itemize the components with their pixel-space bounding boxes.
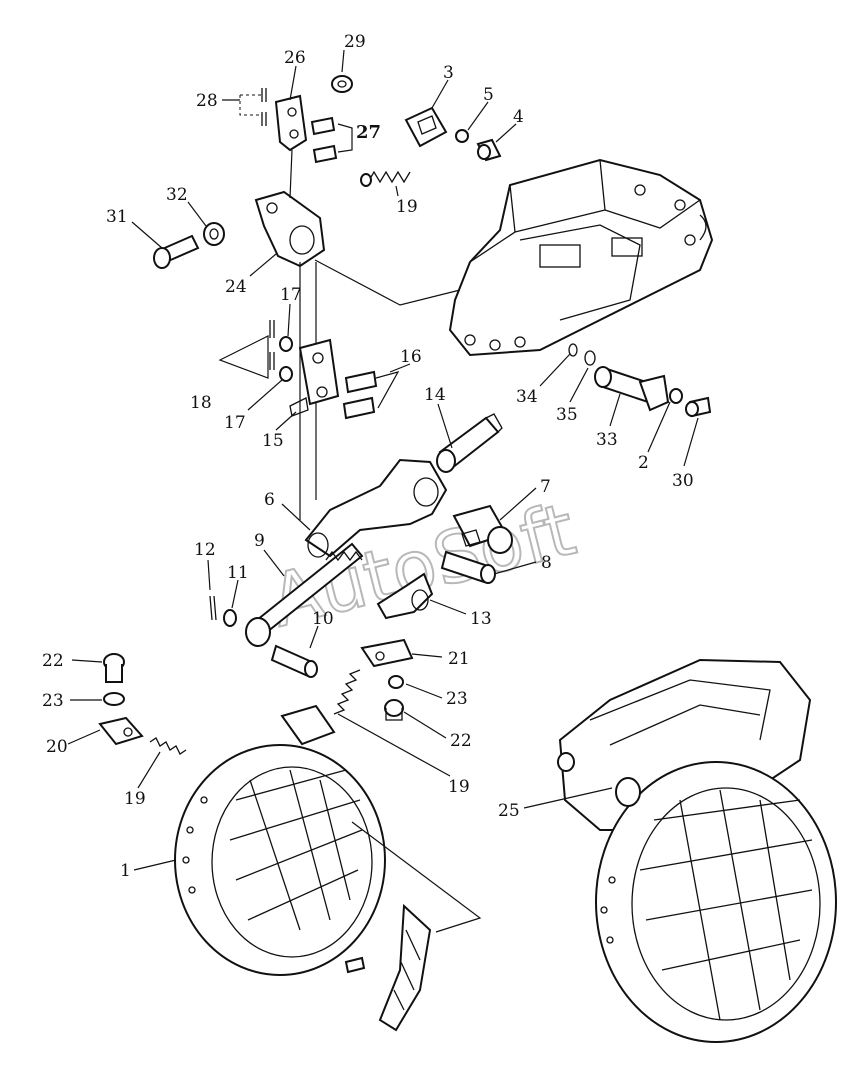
callout-9: 9 — [254, 531, 265, 551]
callout-3: 3 — [443, 63, 454, 83]
part-20-plate — [98, 716, 144, 746]
callout-29: 29 — [344, 32, 366, 52]
part-15-clevis — [289, 338, 340, 417]
callout-18: 18 — [190, 393, 212, 413]
callout-13: 13 — [470, 609, 492, 629]
callout-23-center: 23 — [446, 689, 468, 709]
part-22-bolt-center — [384, 699, 404, 721]
housing-link-line — [314, 259, 461, 306]
callout-30: 30 — [672, 471, 694, 491]
part-23-washer-left — [103, 692, 125, 706]
part-28-cotter-pins — [239, 88, 267, 126]
callout-17-bottom: 17 — [224, 413, 246, 433]
callout-24: 24 — [225, 277, 247, 297]
part-30-bolt — [685, 396, 712, 418]
leader-lines — [67, 49, 699, 871]
part-2-washer — [669, 388, 683, 404]
part-10-pin — [270, 644, 318, 678]
part-35-oring — [584, 350, 596, 366]
callout-15: 15 — [262, 431, 284, 451]
callout-4: 4 — [513, 107, 524, 127]
callout-33: 33 — [596, 430, 618, 450]
part-16-pins — [342, 370, 400, 420]
part-31-bolt — [153, 234, 200, 269]
part-9-rod — [245, 542, 364, 647]
callout-19-center: 19 — [448, 777, 470, 797]
part-19-spring-top — [360, 170, 411, 187]
callout-21: 21 — [448, 649, 470, 669]
callout-19-left: 19 — [124, 789, 146, 809]
part-26-bracket — [274, 94, 308, 152]
callout-5: 5 — [483, 85, 494, 105]
callout-11: 11 — [227, 563, 249, 583]
leader-24-stem — [289, 149, 293, 199]
callout-12: 12 — [194, 540, 216, 560]
callout-25: 25 — [498, 801, 520, 821]
brake-band-left — [174, 704, 386, 976]
callout-26: 26 — [284, 48, 306, 68]
leader-lining — [351, 821, 482, 933]
part-17-washers — [279, 336, 293, 382]
callout-32: 32 — [166, 185, 188, 205]
part-8-pin — [440, 550, 496, 584]
callout-2: 2 — [638, 453, 649, 473]
part-21-plate — [360, 638, 414, 668]
part-3-lever-plate — [404, 106, 448, 148]
callout-labels: 29 26 28 27 3 5 4 19 31 32 24 17 16 18 1… — [42, 32, 694, 881]
part-6-bell-crank — [304, 458, 448, 558]
valve-body-housing — [448, 158, 714, 357]
part-22-bolt-left — [103, 653, 125, 683]
part-23-washer-center — [388, 675, 404, 689]
part-18-cotter-pins — [218, 320, 275, 379]
callout-17-top: 17 — [280, 285, 302, 305]
part-4-bolt — [476, 138, 502, 162]
callout-7: 7 — [540, 477, 551, 497]
callout-16: 16 — [400, 347, 422, 367]
callout-14: 14 — [424, 385, 446, 405]
callout-28: 28 — [196, 91, 218, 111]
brake-lining-segment — [344, 903, 432, 1032]
part-7-pin-assembly — [452, 504, 513, 554]
part-32-nut — [203, 222, 225, 246]
part-19-spring-left — [149, 737, 187, 755]
callout-34: 34 — [516, 387, 538, 407]
brake-assembly-complete — [557, 658, 837, 1043]
part-27-bolts — [310, 116, 353, 164]
part-33-shaft-lever — [594, 366, 670, 412]
part-14-spool — [436, 413, 503, 473]
callout-1: 1 — [120, 861, 131, 881]
callout-10: 10 — [312, 609, 334, 629]
part-5-washer — [455, 129, 469, 143]
callout-22-center: 22 — [450, 731, 472, 751]
callout-22-left: 22 — [42, 651, 64, 671]
part-12-cotter-pin — [209, 595, 217, 621]
part-11-washer — [223, 609, 237, 627]
part-29-bushing — [331, 75, 353, 93]
part-24-lever-assembly — [254, 190, 326, 268]
callout-35: 35 — [556, 405, 578, 425]
part-34-oring — [568, 343, 578, 357]
part-19-spring-center — [333, 669, 361, 715]
callout-19-top: 19 — [396, 197, 418, 217]
callout-8: 8 — [541, 553, 552, 573]
part-13-lever — [376, 572, 434, 620]
callout-6: 6 — [264, 490, 275, 510]
callout-31: 31 — [106, 207, 128, 227]
callout-23-left: 23 — [42, 691, 64, 711]
callout-27: 27 — [356, 122, 381, 143]
callout-20: 20 — [46, 737, 68, 757]
